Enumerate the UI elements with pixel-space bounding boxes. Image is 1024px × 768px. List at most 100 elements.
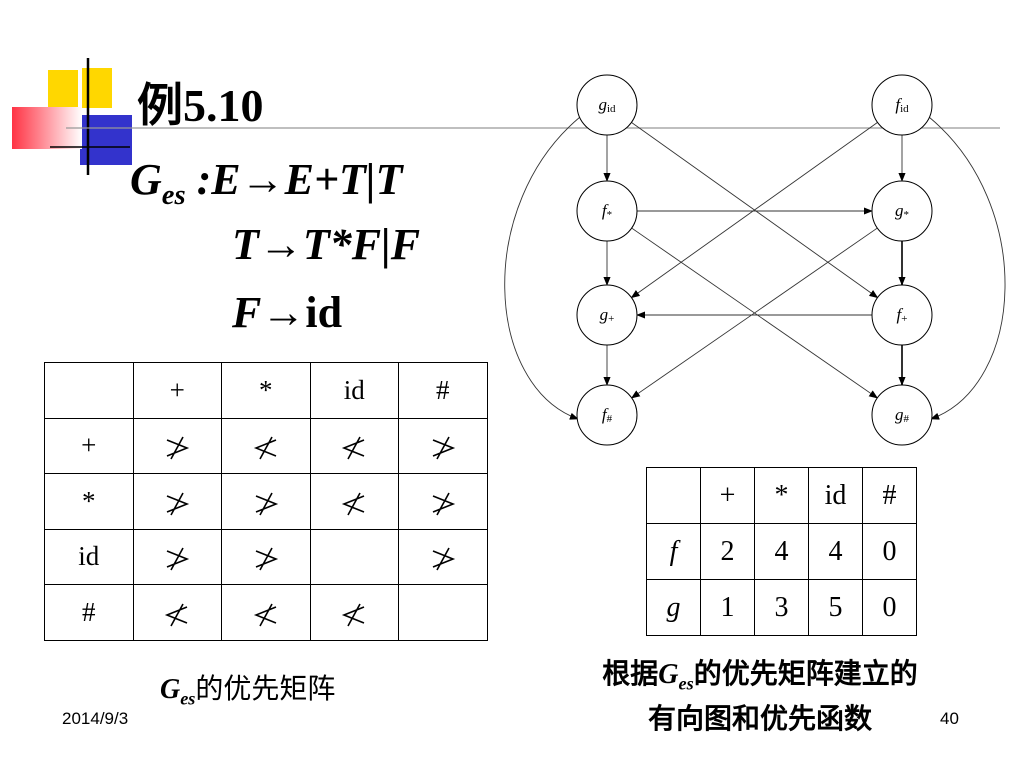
graph-node-circle <box>576 180 638 242</box>
less-relation-icon <box>165 603 188 626</box>
greater-relation-icon <box>255 547 278 571</box>
grammar-rule-1-text: :E→E+T|T <box>196 155 403 204</box>
graph-node-f-star: f* <box>576 180 638 242</box>
table-cell: 0 <box>862 523 917 580</box>
table-header-row: + * id # <box>646 467 917 524</box>
relation-cell <box>309 473 399 530</box>
graph-node-label: g# <box>895 405 910 425</box>
graph-node-g-star: g* <box>871 180 933 242</box>
graph-node-label: gid <box>598 95 616 115</box>
table-row: id <box>44 528 488 585</box>
graph-node-g-hash: g# <box>871 384 933 446</box>
relation-cell <box>132 417 222 474</box>
graph-node-label: f+ <box>897 305 908 325</box>
relation-cell <box>398 584 488 641</box>
relation-cell <box>221 417 311 474</box>
matrix-caption-subscript: es <box>180 688 196 709</box>
graph-node-circle <box>576 284 638 346</box>
table-header-cell <box>646 467 701 524</box>
matrix-caption-symbol: G <box>160 674 181 705</box>
grammar-name: G <box>130 155 162 204</box>
table-cell: 0 <box>862 579 917 636</box>
relation-cell <box>132 584 222 641</box>
less-relation-icon <box>253 436 277 460</box>
graph-node-g-id: gid <box>576 74 638 136</box>
graph-caption: 根据Ges的优先矩阵建立的 有向图和优先函数 <box>560 657 960 738</box>
relation-cell <box>398 473 488 530</box>
graph-node-label: g+ <box>600 305 615 325</box>
graph-node-g-plus: g+ <box>576 284 638 346</box>
table-header-cell: * <box>221 362 311 419</box>
less-relation-icon <box>253 603 277 626</box>
greater-relation-icon <box>432 492 455 515</box>
graph-node-circle <box>871 284 933 346</box>
table-cell: 4 <box>808 523 863 580</box>
relation-cell <box>309 528 399 585</box>
table-cell: 1 <box>700 579 755 636</box>
precedence-function-table: + * id # f 2 4 4 0 g 1 3 5 0 <box>646 467 917 636</box>
graph-node-label: g* <box>895 201 909 221</box>
less-relation-icon <box>342 436 365 460</box>
relation-cell <box>398 417 488 474</box>
table-cell: 4 <box>754 523 809 580</box>
graph-node-f-hash: f# <box>576 384 638 446</box>
graph-node-circle <box>576 384 638 446</box>
table-header-cell: # <box>398 362 488 419</box>
table-header-cell: # <box>862 467 917 524</box>
graph-node-label: f* <box>602 201 612 221</box>
table-cell: 5 <box>808 579 863 636</box>
table-header-row: + * id # <box>44 362 488 419</box>
row-label: + <box>44 417 134 474</box>
greater-relation-icon <box>166 547 190 571</box>
row-label: g <box>646 579 701 636</box>
graph-edge <box>630 122 878 299</box>
greater-relation-icon <box>166 492 190 515</box>
relation-cell <box>309 417 399 474</box>
table-cell: 3 <box>754 579 809 636</box>
row-label: f <box>646 523 701 580</box>
table-header-cell: id <box>808 467 863 524</box>
graph-caption-symbol: G <box>658 659 679 690</box>
graph-node-f-plus: f+ <box>871 284 933 346</box>
row-label: id <box>44 528 134 585</box>
table-header-cell: + <box>700 467 755 524</box>
precedence-directed-graph: gid fid f* g* g+ f+ f# g# <box>504 74 1006 446</box>
graph-caption-line-1: 根据Ges的优先矩阵建立的 <box>560 657 960 702</box>
graph-node-circle <box>871 74 933 136</box>
table-row: g 1 3 5 0 <box>646 579 917 636</box>
graph-node-f-id: fid <box>871 74 933 136</box>
grammar-rule-3-lhs: F→ <box>232 288 306 337</box>
graph-caption-prefix: 根据 <box>602 659 659 690</box>
graph-node-circle <box>871 180 933 242</box>
relation-cell <box>398 528 488 585</box>
slide-title: 例5.10 <box>137 80 264 131</box>
footer-date: 2014/9/3 <box>62 709 129 728</box>
graph-caption-text: 的优先矩阵建立的 <box>693 659 918 690</box>
less-relation-icon <box>342 603 365 626</box>
greater-relation-icon <box>432 436 455 460</box>
row-label: * <box>44 473 134 530</box>
greater-relation-icon <box>166 436 190 460</box>
graph-edge <box>928 116 1006 420</box>
relation-cell <box>309 584 399 641</box>
grammar-rule-3: F→id <box>232 283 342 343</box>
graph-node-label: fid <box>895 95 909 115</box>
table-header-cell: id <box>309 362 399 419</box>
graph-edge <box>630 227 878 399</box>
precedence-matrix-table: + * id # + * id # <box>44 362 488 641</box>
graph-node-circle <box>871 384 933 446</box>
table-header-cell <box>44 362 134 419</box>
relation-cell <box>221 528 311 585</box>
grammar-rule-1: Ges :E→E+T|T <box>130 150 402 226</box>
greater-relation-icon <box>432 547 455 571</box>
grammar-name-subscript: es <box>161 179 186 211</box>
table-cell: 2 <box>700 523 755 580</box>
graph-edge <box>504 116 581 420</box>
relation-cell <box>221 473 311 530</box>
graph-node-circle <box>576 74 638 136</box>
relation-cell <box>221 584 311 641</box>
table-row: * <box>44 473 488 530</box>
matrix-caption: Ges的优先矩阵 <box>160 667 335 710</box>
table-row: # <box>44 584 488 641</box>
table-row: + <box>44 417 488 474</box>
